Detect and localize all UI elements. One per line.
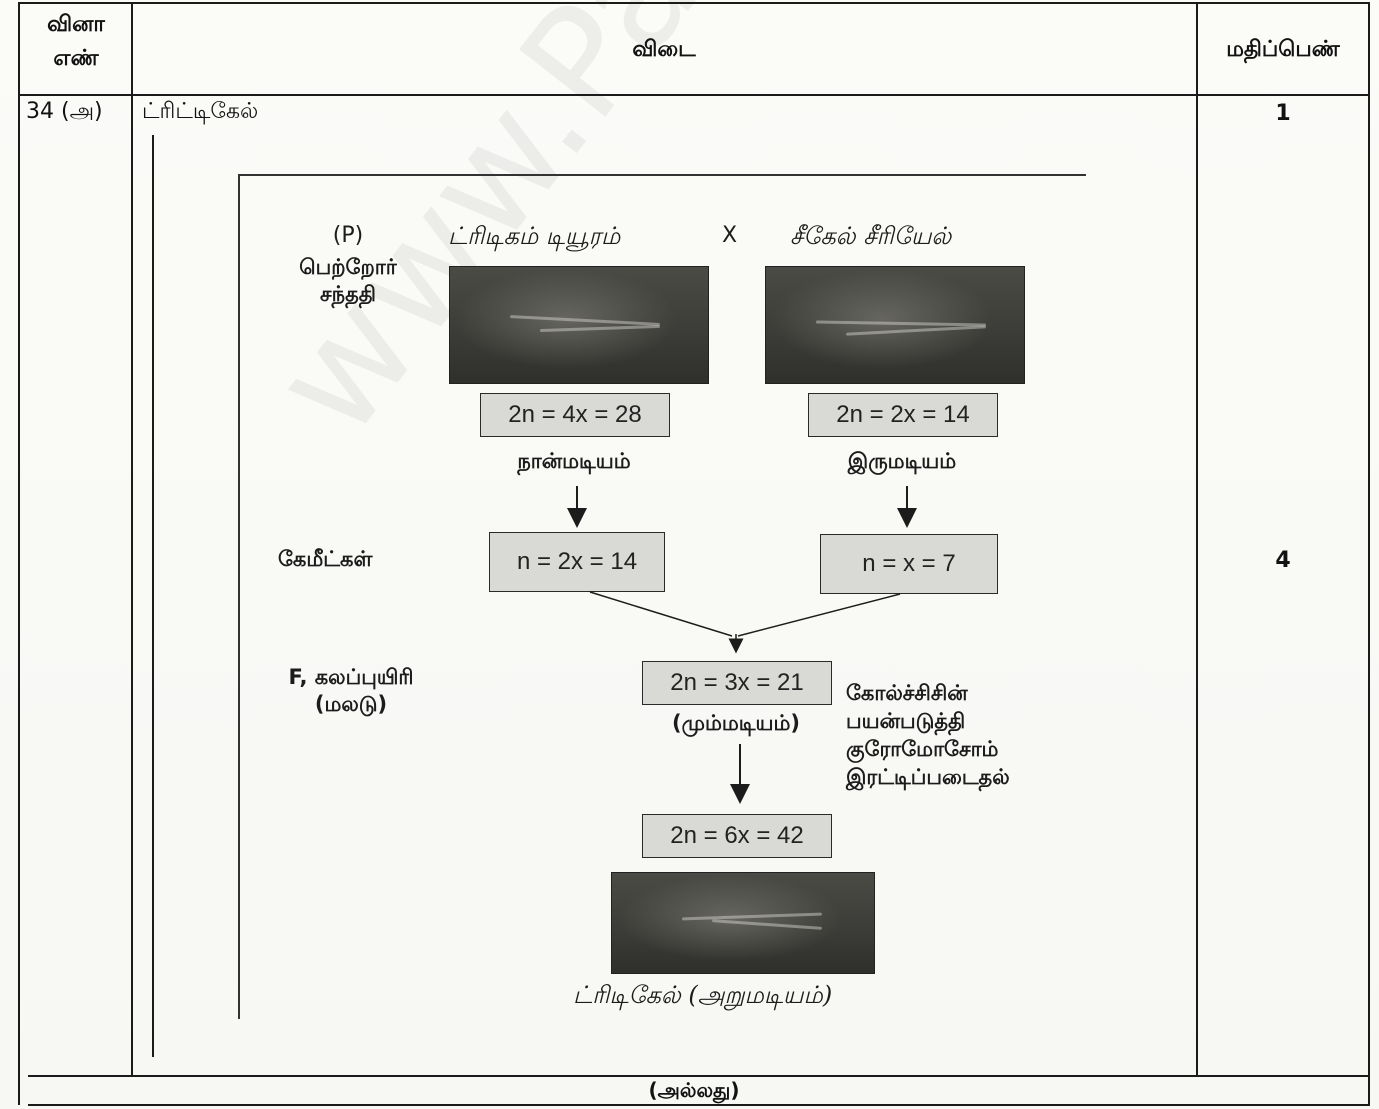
col-divider-1-body [131, 94, 133, 1076]
photo-streak [540, 325, 660, 332]
parent1-formula-box: 2n = 4x = 28 [480, 393, 670, 437]
arrow-gamete1-to-f1 [590, 592, 732, 636]
header-bottom-border [18, 94, 1370, 96]
p-label: (P) [318, 222, 378, 251]
gamete2-formula-box: n = x = 7 [820, 534, 998, 594]
parent2-formula-box: 2n = 2x = 14 [808, 393, 998, 437]
parent1-ploidy: நான்மடியம் [474, 448, 674, 475]
parent2-photo [765, 266, 1025, 384]
final-name: ட்ரிடிகேல் (அறுமடியம்) [573, 981, 832, 1012]
f1-formula-box: 2n = 3x = 21 [642, 661, 832, 705]
figure-frame-left [238, 174, 240, 1019]
photo-streak [510, 315, 660, 326]
gamete1-formula-box: n = 2x = 14 [489, 532, 665, 592]
photo-streak [816, 321, 986, 327]
header-marks: மதிப்பெண் [1198, 36, 1368, 64]
f1-label: F, கலப்புயிரி (மலடு) [246, 664, 456, 719]
parent1-photo [449, 266, 709, 384]
parent1-name: ட்ரிடிகம் டியூரம் [448, 222, 620, 253]
final-formula-box: 2n = 6x = 42 [642, 814, 832, 858]
f1-ploidy: (மும்மடியம்) [642, 710, 830, 737]
header-answer: விடை [133, 36, 1195, 64]
col-divider-2 [1196, 2, 1198, 1076]
parent2-name: சீகேல் சீரியேல் [790, 222, 951, 253]
final-photo [611, 872, 875, 974]
col-divider-1-inner [152, 135, 154, 1057]
header-question-no: வினா எண் [22, 8, 130, 76]
table-left-border [18, 2, 20, 1105]
mark-value-1: 1 [1198, 100, 1368, 128]
footer-or-label: (அல்லது) [20, 1078, 1368, 1103]
mark-value-2: 4 [1198, 547, 1368, 575]
photo-streak [712, 919, 822, 930]
table-right-border [1368, 2, 1370, 1105]
cross-symbol: X [722, 222, 737, 251]
arrow-gamete2-to-f1 [738, 594, 900, 636]
table-top-border [18, 2, 1370, 4]
parent2-ploidy: இருமடியம் [802, 448, 1002, 475]
photo-streak [846, 325, 986, 335]
parents-label: பெற்றோர் சந்ததி [268, 254, 428, 309]
figure-frame-top [238, 174, 1086, 176]
footer-top-border [28, 1075, 1370, 1077]
gametes-label: கேமீட்கள் [278, 546, 372, 573]
table-bottom-border [28, 1104, 1370, 1106]
colchicine-note: கோல்ச்சிசின் பயன்படுத்தி குரோமோசோம் இரட்… [846, 680, 1010, 792]
answer-title: ட்ரிட்டிகேல் [142, 98, 258, 126]
question-number: 34 (அ) [26, 98, 103, 126]
photo-streak [682, 913, 822, 921]
